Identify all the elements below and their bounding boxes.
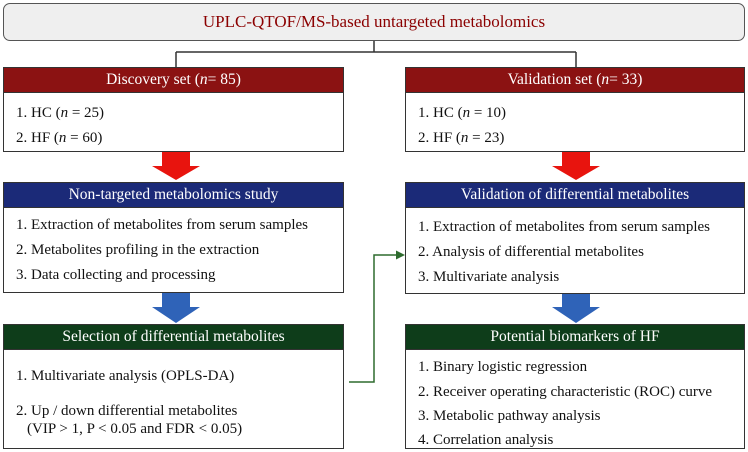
non-targeted-item-2: 2. Metabolites profiling in the extracti… xyxy=(16,242,260,258)
selection-item-2-criteria: (VIP > 1, P < 0.05 and FDR < 0.05) xyxy=(27,421,243,437)
validation-diff-panel: Validation of differential metabolites 1… xyxy=(405,182,745,294)
discovery-set-header: Discovery set (n = 85) xyxy=(4,68,343,93)
non-targeted-header: Non-targeted metabolomics study xyxy=(4,183,343,208)
non-targeted-item-3: 3. Data collecting and processing xyxy=(16,267,216,283)
selection-panel: Selection of differential metabolites 1.… xyxy=(3,324,344,449)
selection-item-2-label: 2. Up / down differential metabolites xyxy=(16,403,238,419)
biomarkers-panel: Potential biomarkers of HF 1. Binary log… xyxy=(405,324,745,449)
selection-item-2: 2. Up / down differential metabolites (V… xyxy=(16,402,242,438)
non-targeted-study-panel: Non-targeted metabolomics study 1. Extra… xyxy=(3,182,344,293)
green-arrowhead xyxy=(396,250,405,260)
non-targeted-item-1: 1. Extraction of metabolites from serum … xyxy=(16,217,309,233)
biomarkers-item-2: 2. Receiver operating characteristic (RO… xyxy=(418,384,713,400)
validation-set-panel: Validation set (n = 33) 1. HC (n = 10) 2… xyxy=(405,67,745,152)
validation-set-header: Validation set (n = 33) xyxy=(406,68,744,93)
biomarkers-header: Potential biomarkers of HF xyxy=(406,325,744,350)
green-connector-line xyxy=(349,254,398,383)
validation-diff-header: Validation of differential metabolites xyxy=(406,183,744,208)
discovery-item-hf: 2. HF (n = 60) xyxy=(16,130,103,146)
validation-header-prefix: Validation set ( xyxy=(507,71,602,88)
selection-item-1: 1. Multivariate analysis (OPLS-DA) xyxy=(16,368,235,384)
discovery-item-hc: 1. HC (n = 25) xyxy=(16,105,105,121)
discovery-set-panel: Discovery set (n = 85) 1. HC (n = 25) 2.… xyxy=(3,67,344,152)
validation-diff-item-2: 2. Analysis of differential metabolites xyxy=(418,244,644,260)
biomarkers-item-4: 4. Correlation analysis xyxy=(418,432,554,448)
title-box: UPLC-QTOF/MS-based untargeted metabolomi… xyxy=(3,3,745,41)
validation-item-hf: 2. HF (n = 23) xyxy=(418,130,505,146)
red-arrow-left xyxy=(152,152,200,180)
biomarkers-item-1: 1. Binary logistic regression xyxy=(418,359,588,375)
selection-header: Selection of differential metabolites xyxy=(4,325,343,350)
validation-item-hc: 1. HC (n = 10) xyxy=(418,105,507,121)
red-arrow-right xyxy=(552,152,600,180)
validation-header-suffix: = 33) xyxy=(609,71,643,88)
discovery-header-suffix: = 85) xyxy=(207,71,241,88)
title-text: UPLC-QTOF/MS-based untargeted metabolomi… xyxy=(202,12,546,31)
validation-header-n: n xyxy=(601,71,610,88)
discovery-header-prefix: Discovery set ( xyxy=(106,71,200,88)
validation-diff-item-1: 1. Extraction of metabolites from serum … xyxy=(418,219,711,235)
blue-arrow-left xyxy=(152,293,200,323)
discovery-header-n: n xyxy=(199,71,208,88)
biomarkers-item-3: 3. Metabolic pathway analysis xyxy=(418,408,601,424)
validation-diff-item-3: 3. Multivariate analysis xyxy=(418,269,560,285)
blue-arrow-right xyxy=(552,294,600,323)
